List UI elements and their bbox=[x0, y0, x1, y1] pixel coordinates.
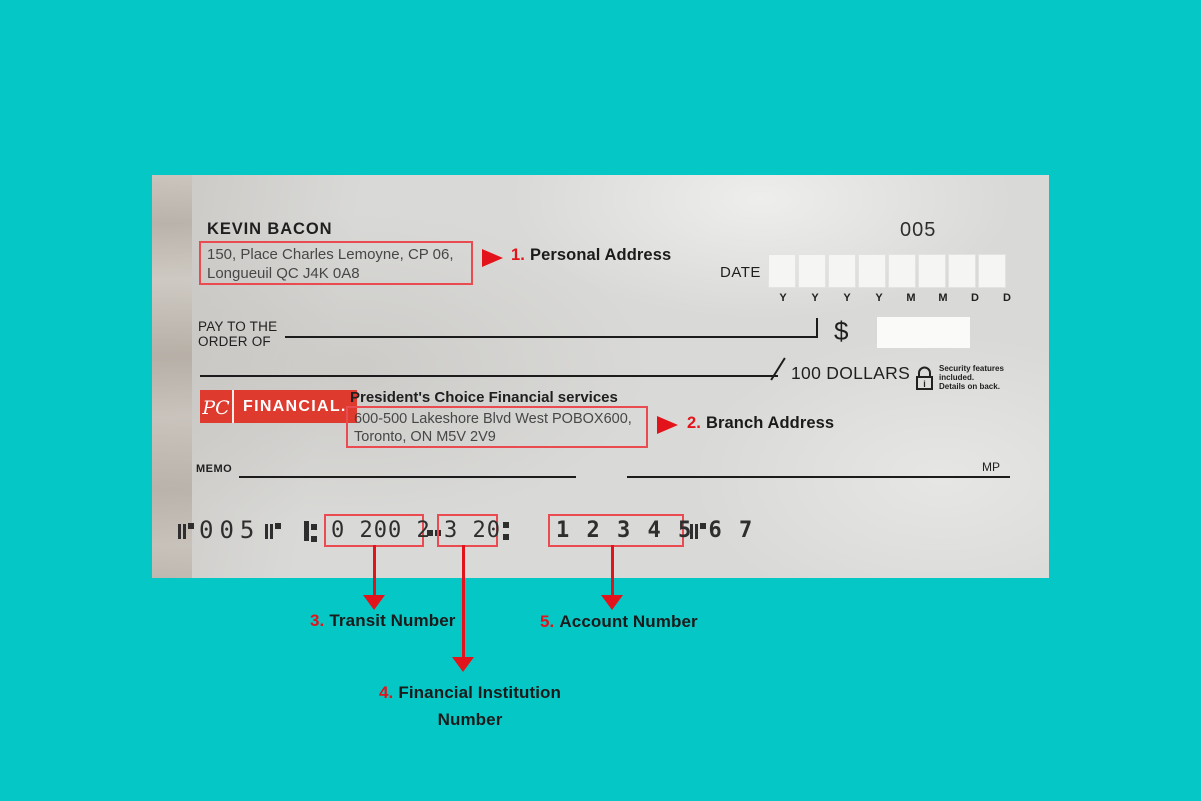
date-letter: Y bbox=[779, 292, 787, 304]
arrow-down-icon bbox=[611, 545, 614, 597]
pc-monogram-icon: PC bbox=[200, 390, 234, 423]
arrow-down-icon bbox=[373, 545, 376, 597]
date-cell bbox=[858, 254, 886, 288]
date-letter: Y bbox=[811, 292, 819, 304]
security-note: Security features included. Details on b… bbox=[939, 364, 1004, 391]
date-cell bbox=[948, 254, 976, 288]
annotation-number: 4. bbox=[378, 683, 394, 702]
annotation-branch-address: 2.Branch Address bbox=[687, 414, 834, 433]
date-cell bbox=[918, 254, 946, 288]
signature-line bbox=[627, 476, 1010, 478]
date-format-letters: Y Y Y Y M M D D bbox=[768, 292, 1022, 304]
arrow-down-head bbox=[452, 657, 474, 672]
branch-address-line2: Toronto, ON M5V 2V9 bbox=[354, 429, 496, 445]
dollars-label: 100 DOLLARS bbox=[791, 363, 911, 383]
payer-address-line1: 150, Place Charles Lemoyne, CP 06, bbox=[207, 246, 454, 263]
date-letter: M bbox=[906, 292, 916, 304]
micr-onus-symbol bbox=[178, 521, 194, 539]
micr-colon-symbol bbox=[503, 521, 509, 540]
date-boxes bbox=[768, 254, 1006, 288]
personal-address-highlight-box: 150, Place Charles Lemoyne, CP 06, Longu… bbox=[199, 241, 473, 285]
micr-transit-symbol bbox=[304, 521, 317, 542]
payer-address-line2: Longueuil QC J4K 0A8 bbox=[207, 265, 360, 282]
annotation-institution-number: 4.Financial Institution Number bbox=[330, 679, 610, 733]
amount-words-line bbox=[200, 375, 778, 377]
branch-address-line1: 600-500 Lakeshore Blvd West POBOX600, bbox=[354, 411, 632, 427]
date-letter: Y bbox=[843, 292, 851, 304]
arrow-down-head bbox=[363, 595, 385, 610]
annotation-number: 3. bbox=[310, 611, 325, 630]
svg-text:i: i bbox=[923, 379, 926, 389]
annotation-label: Branch Address bbox=[705, 414, 835, 432]
pay-to-label-line2: ORDER OF bbox=[198, 334, 271, 349]
micr-onus-symbol bbox=[265, 521, 281, 539]
micr-cheque-number: 005 bbox=[199, 516, 261, 544]
annotation-label: Account Number bbox=[559, 612, 698, 631]
date-cell bbox=[888, 254, 916, 288]
arrow-down-icon bbox=[462, 545, 465, 659]
date-letter: Y bbox=[875, 292, 883, 304]
date-letter: M bbox=[938, 292, 948, 304]
micr-onus-symbol bbox=[690, 521, 706, 539]
branch-address-highlight-box: 600-500 Lakeshore Blvd West POBOX600, To… bbox=[346, 406, 648, 448]
annotation-label: Personal Address bbox=[529, 246, 672, 264]
date-cell bbox=[978, 254, 1006, 288]
micr-transit-number: 0 200 2 bbox=[331, 518, 431, 543]
institution-number-highlight-box: 3 20 bbox=[437, 514, 501, 547]
lock-icon: i bbox=[916, 366, 933, 390]
memo-line bbox=[239, 476, 576, 478]
bank-name: President's Choice Financial services bbox=[350, 389, 618, 406]
cents-slash bbox=[770, 357, 786, 381]
annotation-label: Transit Number bbox=[329, 611, 456, 630]
payer-name: KEVIN BACON bbox=[207, 220, 333, 238]
date-label: DATE bbox=[720, 264, 761, 281]
svg-text:PC: PC bbox=[202, 397, 230, 419]
security-note-line3: Details on back. bbox=[939, 382, 1000, 391]
cheque-number: 005 bbox=[900, 219, 937, 241]
amount-box bbox=[877, 317, 970, 348]
arrow-right-icon bbox=[657, 416, 678, 434]
pay-to-label-line1: PAY TO THE bbox=[198, 319, 278, 334]
date-cell bbox=[828, 254, 856, 288]
payee-line bbox=[285, 336, 818, 338]
cheque-specimen: KEVIN BACON 150, Place Charles Lemoyne, … bbox=[152, 175, 1049, 578]
micr-account-number: 1 2 3 4 5 6 7 bbox=[556, 518, 755, 543]
annotation-number: 5. bbox=[540, 612, 555, 631]
logo-wordmark: FINANCIAL. bbox=[243, 397, 347, 415]
paper-edge-texture bbox=[152, 175, 192, 578]
annotation-transit-number: 3.Transit Number bbox=[310, 611, 456, 631]
pc-financial-logo: PC FINANCIAL. bbox=[200, 390, 357, 423]
security-note-line2: included. bbox=[939, 373, 975, 382]
date-letter: D bbox=[971, 292, 979, 304]
payee-line-end-tick bbox=[816, 318, 818, 338]
annotation-label-line2: Number bbox=[437, 710, 503, 729]
security-note-line1: Security features bbox=[939, 364, 1004, 373]
account-number-highlight-box: 1 2 3 4 5 6 7 bbox=[548, 514, 752, 547]
date-letter: D bbox=[1003, 292, 1011, 304]
annotation-account-number: 5.Account Number bbox=[540, 612, 698, 632]
memo-label: MEMO bbox=[196, 463, 233, 475]
mp-label: MP bbox=[982, 460, 1000, 474]
annotation-number: 1. bbox=[511, 246, 525, 264]
annotation-number: 2. bbox=[687, 414, 701, 432]
dollar-sign: $ bbox=[834, 316, 849, 346]
annotation-personal-address: 1.Personal Address bbox=[511, 246, 671, 265]
date-cell bbox=[768, 254, 796, 288]
annotation-label: Financial Institution bbox=[398, 683, 562, 702]
transit-number-highlight-box: 0 200 2 bbox=[324, 514, 430, 547]
micr-institution-number: 3 20 bbox=[444, 518, 501, 543]
arrow-down-head bbox=[601, 595, 623, 610]
arrow-right-icon bbox=[482, 249, 503, 267]
date-cell bbox=[798, 254, 826, 288]
